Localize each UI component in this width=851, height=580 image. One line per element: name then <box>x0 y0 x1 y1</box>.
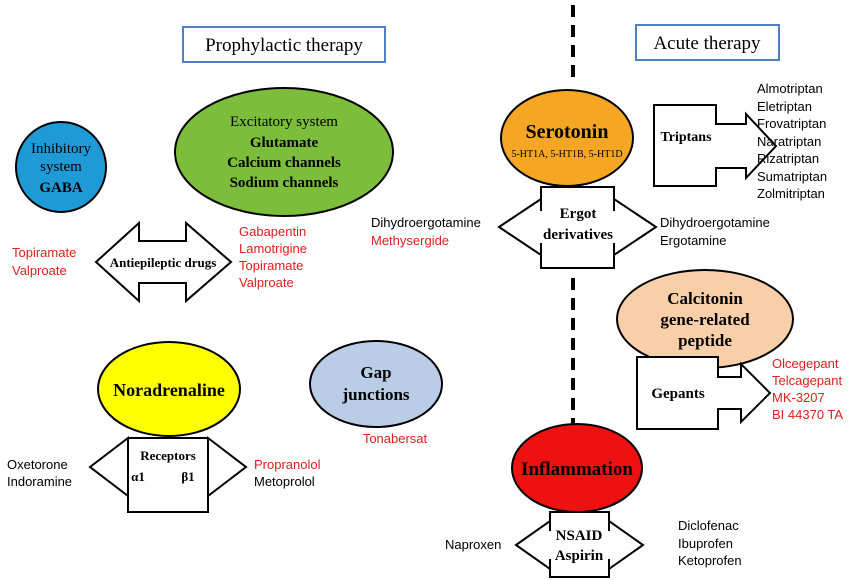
receptors-right-drugs: Propranolol Metoprolol <box>254 457 321 489</box>
nsaid-right-drugs: Diclofenac Ibuprofen Ketoprofen <box>678 518 742 568</box>
triptan-drug: Rizatriptan <box>757 151 819 166</box>
acute-header: Acute therapy <box>635 24 780 61</box>
excitatory-line4: Sodium channels <box>230 175 339 191</box>
antiepileptic-arrow: Antiepileptic drugs <box>94 220 233 304</box>
ergot-left-drug-red: Methysergide <box>371 233 449 248</box>
receptors-left-drugs: Oxetorone Indoramine <box>7 457 72 489</box>
inhibitory-line3: GABA <box>39 180 83 196</box>
acute-header-box <box>635 24 780 61</box>
antiepileptic-arrow-shape <box>94 220 233 304</box>
triptans-drugs: Almotriptan Eletriptan Frovatriptan Nara… <box>757 81 827 201</box>
prophylactic-header-box <box>182 26 386 63</box>
inhibitory-system-node: Inhibitory system GABA <box>15 121 107 213</box>
antiepileptic-right-drug: Topiramate <box>239 258 303 273</box>
inhibitory-line1: Inhibitory <box>31 141 91 157</box>
noradrenaline-ellipse <box>97 341 241 437</box>
nsaid-line1: NSAID <box>556 528 603 544</box>
nsaid-right-drug: Ketoprofen <box>678 553 742 568</box>
excitatory-line1: Excitatory system <box>230 114 338 130</box>
ergot-left-drug-black: Dihydroergotamine <box>371 215 481 230</box>
antiepileptic-right-drugs: Gabapentin Lamotrigine Topiramate Valpro… <box>239 224 307 290</box>
triptans-arrow: Triptans <box>653 104 778 187</box>
nsaid-left-drug: Naproxen <box>445 537 501 552</box>
gepants-arrow-shape <box>636 356 772 430</box>
nsaid-left-drugs: Naproxen <box>445 537 501 552</box>
receptors-left-drug: Indoramine <box>7 474 72 489</box>
nsaid-right-drug: Diclofenac <box>678 518 739 533</box>
gap-junctions-ellipse <box>309 340 443 428</box>
serotonin-label: Serotonin <box>526 121 609 143</box>
prophylactic-header: Prophylactic therapy <box>182 26 386 63</box>
gap-junctions-line1: Gap <box>360 363 391 382</box>
ergot-left-drugs: Dihydroergotamine Methysergide <box>371 215 481 248</box>
gepant-drug: MK-3207 <box>772 390 825 405</box>
nsaid-arrow-shape <box>514 511 645 578</box>
gepant-drug: BI 44370 TA <box>772 407 843 422</box>
gap-junctions-node: Gap junctions Tonabersat <box>309 340 443 446</box>
ergot-line1: Ergot <box>560 206 597 222</box>
nsaid-line2: Aspirin <box>555 548 604 564</box>
gepant-drug: Olcegepant <box>772 356 839 371</box>
cgrp-line2: gene-related <box>660 310 750 329</box>
cgrp-line3: peptide <box>678 331 732 350</box>
gepants-arrow: Gepants <box>636 356 772 430</box>
triptan-drug: Sumatriptan <box>757 169 827 184</box>
triptan-drug: Almotriptan <box>757 81 823 96</box>
ergot-right-drugs: Dihydroergotamine Ergotamine <box>660 215 770 248</box>
receptors-arrow: Receptors α1 β1 <box>88 435 248 513</box>
ergot-arrow-shape <box>497 186 658 269</box>
triptan-drug: Naratriptan <box>757 134 821 149</box>
noradrenaline-label: Noradrenaline <box>113 380 225 400</box>
antiepileptic-left-drug: Valproate <box>12 263 67 278</box>
inhibitory-ellipse <box>15 121 107 213</box>
cgrp-node: Calcitonin gene-related peptide <box>616 269 794 369</box>
triptan-drug: Eletriptan <box>757 99 812 114</box>
inhibitory-line2: system <box>40 159 82 175</box>
antiepileptic-left-drug: Topiramate <box>12 245 76 260</box>
nsaid-arrow: NSAID Aspirin <box>514 511 645 578</box>
receptors-beta: β1 <box>181 469 194 484</box>
gepants-label: Gepants <box>651 386 705 402</box>
triptans-arrow-shape <box>653 104 778 187</box>
prophylactic-header-text: Prophylactic therapy <box>205 35 363 56</box>
noradrenaline-node: Noradrenaline <box>97 341 241 437</box>
ergot-right-drug: Ergotamine <box>660 233 726 248</box>
receptors-box <box>127 437 209 513</box>
gepants-drugs: Olcegepant Telcagepant MK-3207 BI 44370 … <box>772 356 843 422</box>
triptans-label: Triptans <box>660 130 712 145</box>
excitatory-line3: Calcium channels <box>227 155 341 171</box>
receptors-alpha: α1 <box>131 469 145 484</box>
receptors-right-drug-black: Metoprolol <box>254 474 315 489</box>
inflammation-node: Inflammation <box>511 423 643 513</box>
nsaid-right-drug: Ibuprofen <box>678 536 733 551</box>
excitatory-line2: Glutamate <box>250 135 319 151</box>
gepant-drug: Telcagepant <box>772 373 842 388</box>
ergot-right-drug: Dihydroergotamine <box>660 215 770 230</box>
excitatory-ellipse <box>174 87 394 217</box>
triptan-drug: Zolmitriptan <box>757 186 825 201</box>
gap-junctions-drug: Tonabersat <box>363 431 428 446</box>
serotonin-receptors: 5-HT1A, 5-HT1B, 5-HT1D <box>511 149 622 160</box>
receptors-label: Receptors <box>140 448 196 463</box>
acute-header-text: Acute therapy <box>653 33 761 54</box>
antiepileptic-right-drug: Lamotrigine <box>239 241 307 256</box>
cgrp-line1: Calcitonin <box>667 289 743 308</box>
antiepileptic-right-drug: Gabapentin <box>239 224 306 239</box>
serotonin-node: Serotonin 5-HT1A, 5-HT1B, 5-HT1D <box>500 89 634 187</box>
receptors-left-drug: Oxetorone <box>7 457 68 472</box>
receptors-right-drug-red: Propranolol <box>254 457 321 472</box>
antiepileptic-left-drugs: Topiramate Valproate <box>12 245 76 278</box>
antiepileptic-label: Antiepileptic drugs <box>110 255 217 270</box>
ergot-arrow: Ergot derivatives <box>497 186 658 269</box>
excitatory-system-node: Excitatory system Glutamate Calcium chan… <box>174 87 394 217</box>
triptan-drug: Frovatriptan <box>757 116 826 131</box>
gap-junctions-line2: junctions <box>341 385 409 404</box>
ergot-line2: derivatives <box>543 227 613 243</box>
inflammation-label: Inflammation <box>521 459 633 480</box>
antiepileptic-right-drug: Valproate <box>239 275 294 290</box>
